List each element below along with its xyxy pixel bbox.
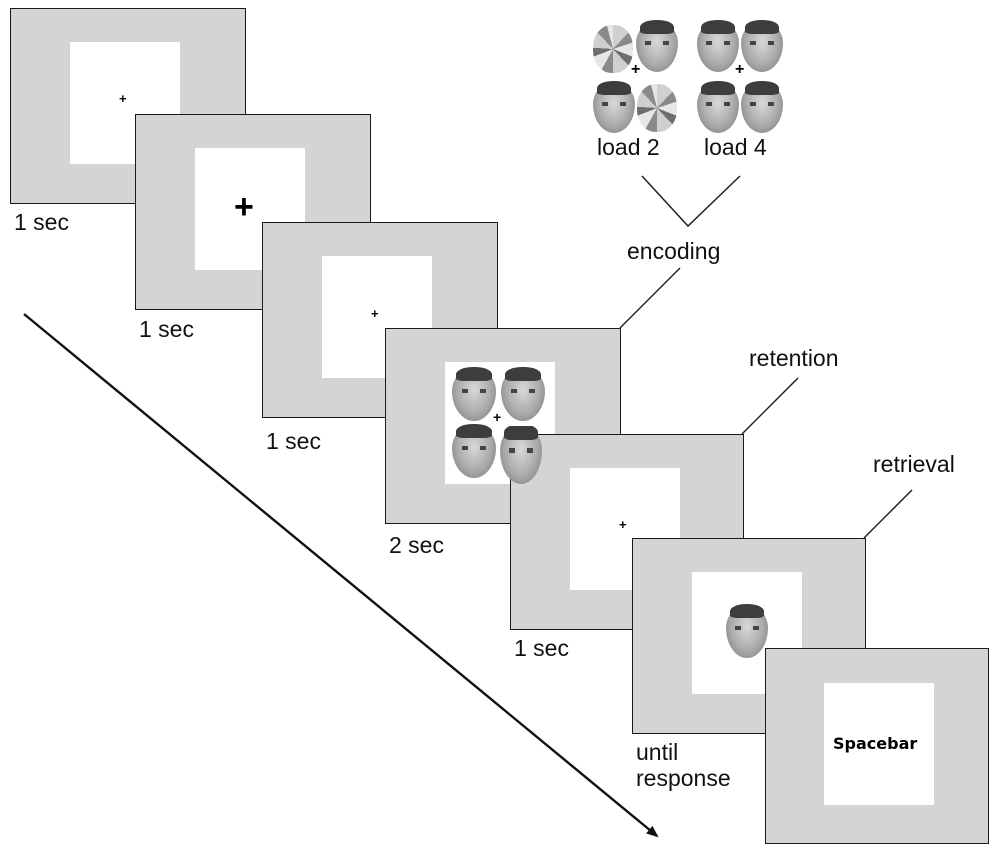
load-2-label: load 2 [597,134,660,160]
face-image [593,81,635,133]
fixation-cross: + [735,61,745,78]
screen-7-response: Spacebar [765,648,989,844]
screen-1-duration: 1 sec [14,209,69,235]
retrieval-connector [863,489,913,539]
retrieval-label: retrieval [873,451,955,477]
face-image [452,366,496,421]
retention-connector [741,377,799,435]
fixation-cross: + [493,409,502,425]
encoding-connector [619,267,681,329]
time-arrow [23,313,659,838]
fixation-cross: + [371,306,379,321]
fixation-cross: + [619,517,627,532]
screen-4-duration: 2 sec [389,532,444,558]
encoding-label: encoding [627,238,721,264]
face-image [697,81,739,133]
screen-2-duration: 1 sec [139,316,194,342]
scrambled-face [637,84,677,132]
screen-center: + [445,362,555,484]
scrambled-face [593,25,633,73]
spacebar-prompt: Spacebar [833,734,918,753]
face-image [452,423,496,478]
face-image [741,20,783,72]
screen-center: Spacebar [824,683,934,805]
face-image [741,81,783,133]
fixation-cross-large: + [234,188,254,226]
fixation-cross: + [631,61,641,78]
load-to-encoding-connector [641,175,741,228]
screen-6-duration-line2: response [636,765,731,791]
screen-6-duration-line1: until [636,739,679,765]
screen-3-duration: 1 sec [266,428,321,454]
face-image [500,426,542,484]
probe-face-image [726,603,768,658]
screen-5-duration: 1 sec [514,635,569,661]
fixation-cross: + [119,91,127,106]
retention-label: retention [749,345,839,371]
face-image [697,20,739,72]
screen-4-face-array: + [385,328,621,524]
face-image [501,366,545,421]
load-4-label: load 4 [704,134,767,160]
face-image [636,20,678,72]
